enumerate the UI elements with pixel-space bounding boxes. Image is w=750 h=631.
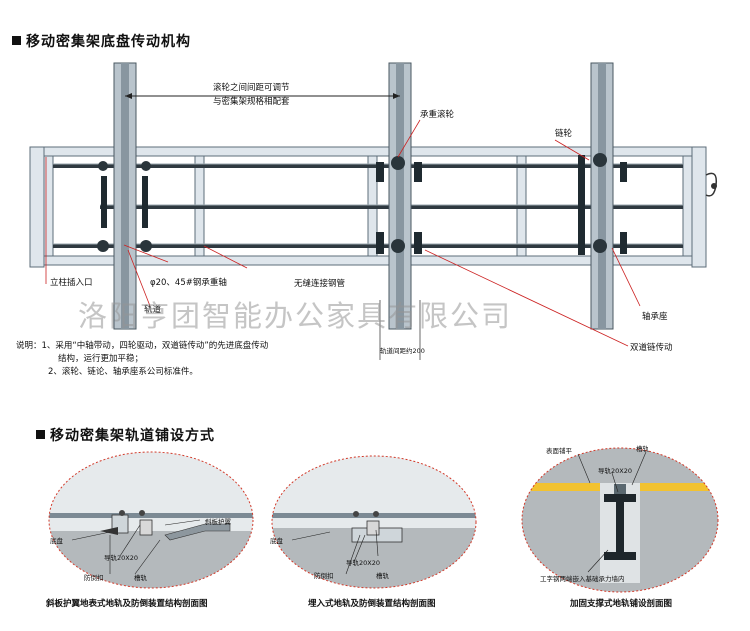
watermark-company: 洛阳亨团智能办公家具有限公司 xyxy=(78,299,513,333)
d1-caption: 斜板护翼地表式地轨及防倒装置结构剖面图 xyxy=(46,599,208,609)
bullet-square-icon xyxy=(12,36,21,45)
d1-rail-foot: 槽轨 xyxy=(134,574,147,582)
d1-guide-rail: 导轨20X20 xyxy=(104,554,138,562)
d2-rail-foot: 槽轨 xyxy=(376,572,389,580)
callout-track-spacing: 轨道间距约200 xyxy=(380,347,425,355)
bullet-square-icon xyxy=(36,430,45,439)
d1-base: 底盘 xyxy=(50,537,63,545)
callout-roller-spacing-line1: 滚轮之间间距可调节 xyxy=(213,83,290,93)
callout-bearing-seat: 轴承座 xyxy=(642,312,668,322)
callout-load-roller: 承重滚轮 xyxy=(420,110,455,120)
d1-anti-tip: 防倒扣 xyxy=(84,574,104,582)
d2-guide-rail: 导轨20X20 xyxy=(346,559,380,567)
note-line-3: 2、滚轮、链论、轴承座系公司标准件。 xyxy=(48,367,198,377)
d1-ramp-guard: 斜板护翼 xyxy=(205,518,231,526)
callout-load-axle: φ20、45#钢承重轴 xyxy=(150,278,227,288)
d3-surface: 表面铺平 xyxy=(546,447,572,455)
callout-column-entry: 立柱插入口 xyxy=(50,278,93,288)
d3-caption: 加固支撑式地轨铺设剖面图 xyxy=(570,599,673,609)
callout-double-chain: 双道链传动 xyxy=(630,343,673,353)
callout-track: 轨道 xyxy=(144,305,162,315)
d3-steel-note: 工字钢两端嵌入基础承力墙内 xyxy=(540,575,625,583)
d2-anti-tip: 防倒扣 xyxy=(314,572,334,580)
note-line-2: 结构，运行更加平稳； xyxy=(58,354,144,364)
d2-caption: 埋入式地轨及防倒装置结构剖面图 xyxy=(308,599,436,609)
section-title-track: 移动密集架轨道铺设方式 xyxy=(36,425,215,445)
d3-groove: 槽轨 xyxy=(636,445,649,453)
callout-sprocket: 链轮 xyxy=(555,129,573,139)
callout-roller-spacing-line2: 与密集架规格相配套 xyxy=(213,97,290,107)
section-title-chassis: 移动密集架底盘传动机构 xyxy=(12,31,191,51)
d2-base: 底盘 xyxy=(270,537,283,545)
note-line-1: 说明：1、采用“中轴带动，四轮驱动，双道链传动”的先进底盘传动 xyxy=(16,341,269,351)
callout-seamless-tube: 无缝连接钢管 xyxy=(294,279,346,289)
d3-guide-rail: 导轨20X20 xyxy=(598,467,632,475)
